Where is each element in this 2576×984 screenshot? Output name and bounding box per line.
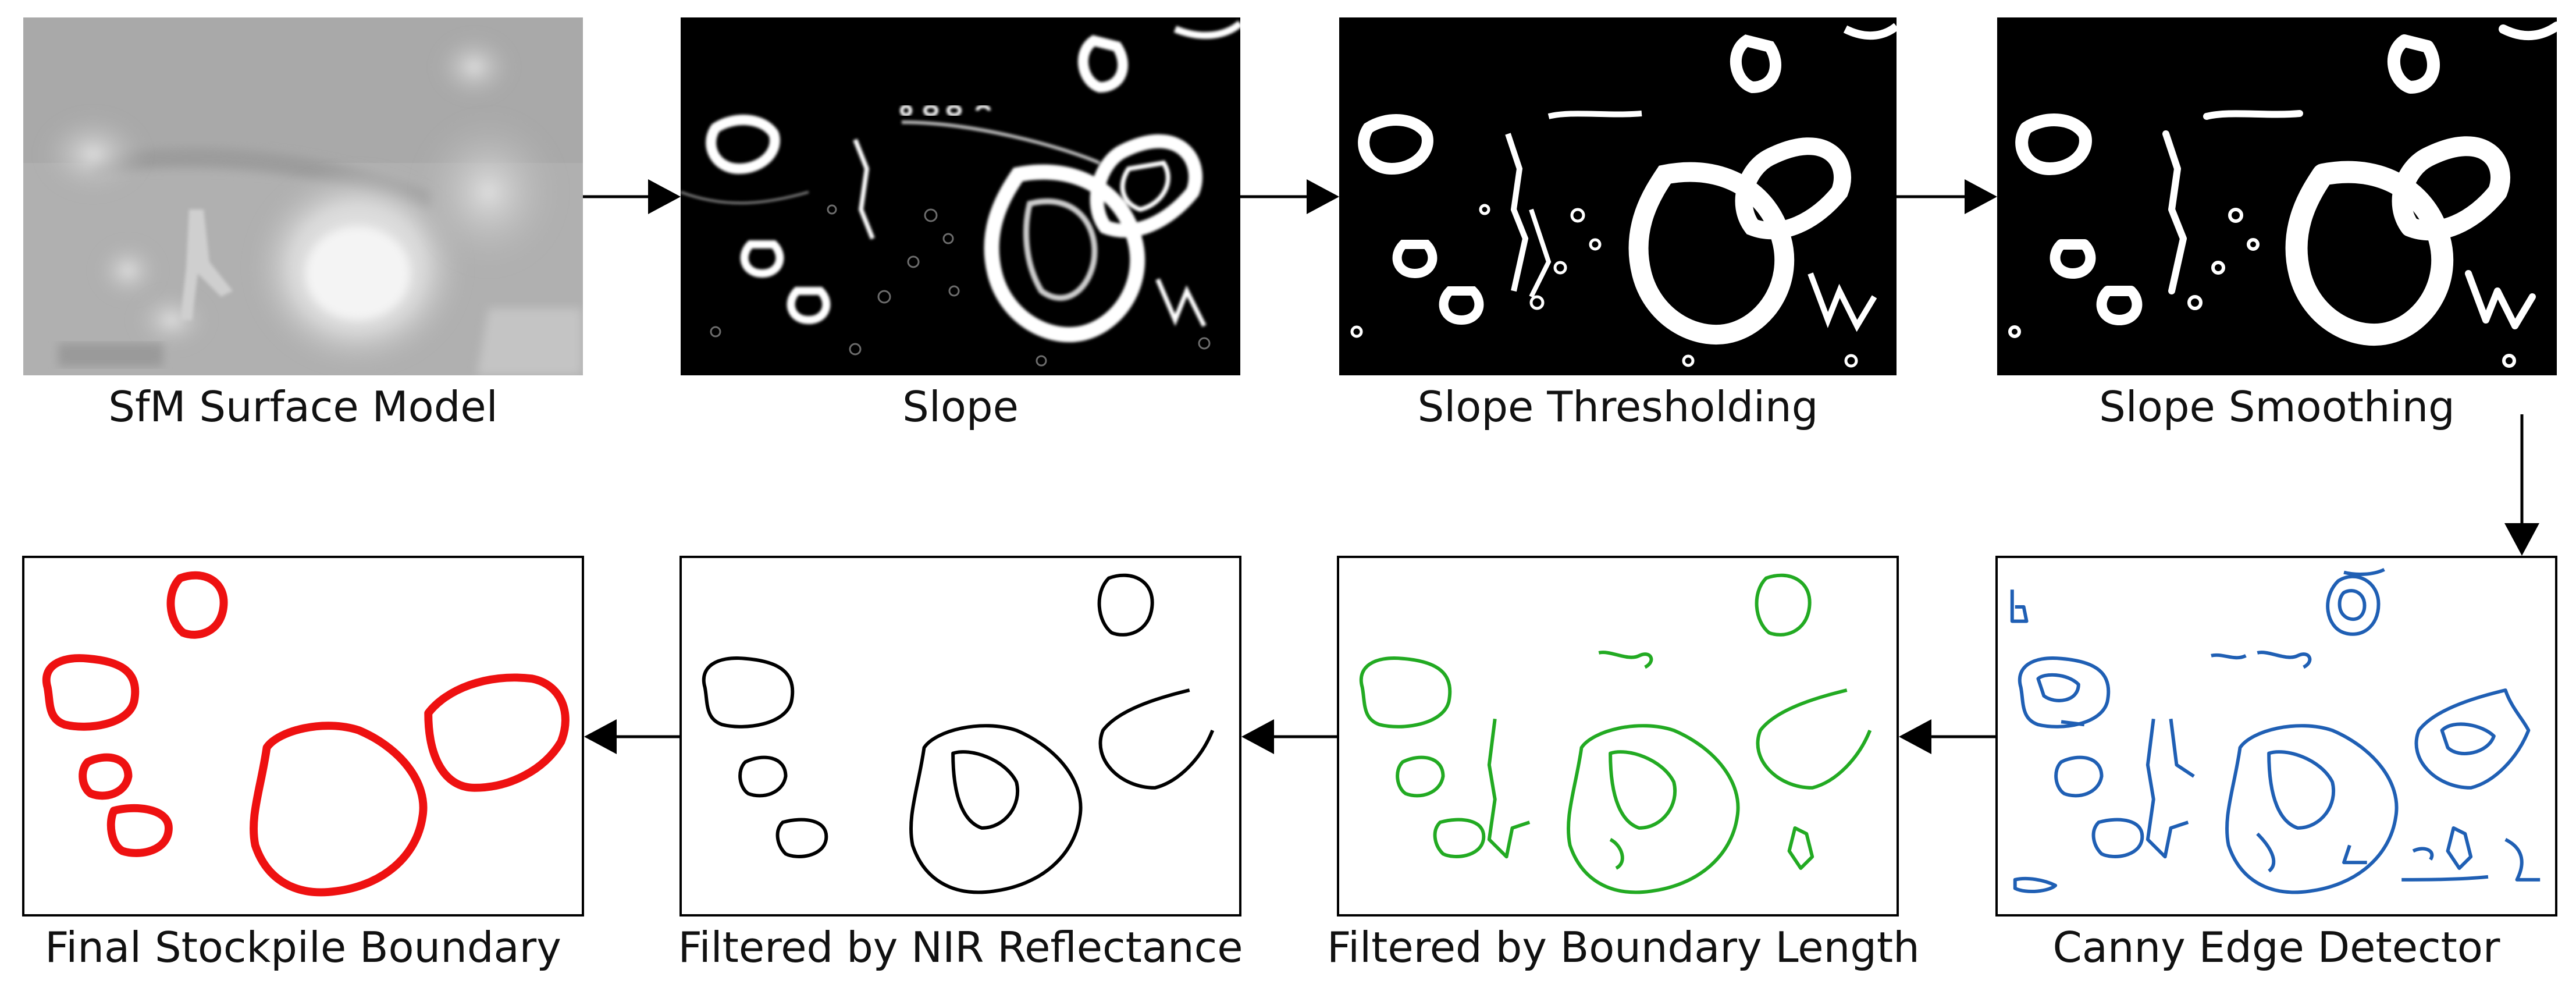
slope-image bbox=[681, 17, 1240, 375]
slope-thresholding-caption: Slope Thresholding bbox=[1417, 382, 1819, 431]
slope-caption: Slope bbox=[902, 382, 1019, 431]
slope-smoothing-caption: Slope Smoothing bbox=[2099, 382, 2455, 431]
canny-edge-detector-caption: Canny Edge Detector bbox=[2052, 923, 2500, 972]
sfm-surface-model-image bbox=[23, 17, 583, 375]
canny-edge-detector-image bbox=[1995, 556, 2557, 916]
slope-smoothing-image bbox=[1997, 17, 2557, 375]
final-stockpile-boundary-image bbox=[22, 556, 584, 916]
filtered-boundary-length-image bbox=[1337, 556, 1899, 916]
final-stockpile-boundary-caption: Final Stockpile Boundary bbox=[45, 923, 561, 972]
filtered-nir-reflectance-caption: Filtered by NIR Reflectance bbox=[678, 923, 1243, 972]
filtered-boundary-length-caption: Filtered by Boundary Length bbox=[1327, 923, 1920, 972]
slope-thresholding-image bbox=[1339, 17, 1897, 375]
sfm-surface-model-caption: SfM Surface Model bbox=[108, 382, 498, 431]
filtered-nir-reflectance-image bbox=[679, 556, 1241, 916]
